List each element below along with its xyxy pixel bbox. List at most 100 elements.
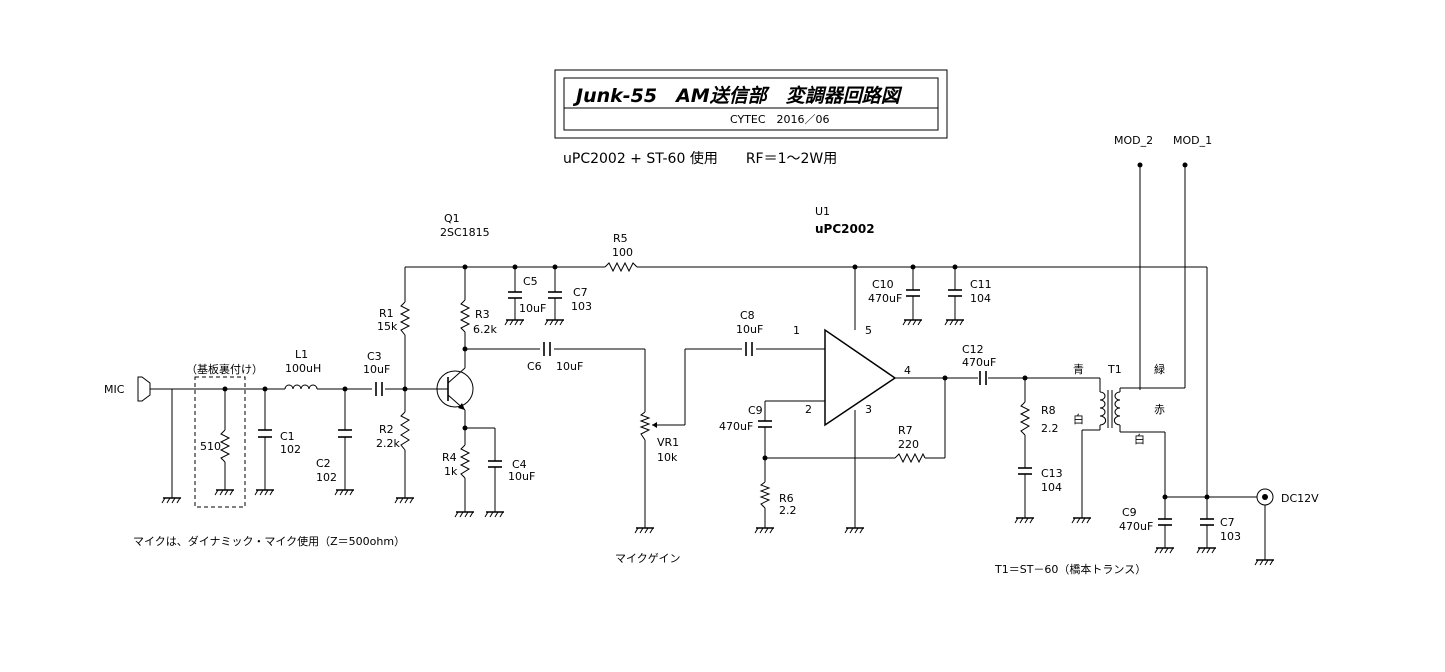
- label-pin4: 4: [904, 364, 911, 377]
- label-white-2: 白: [1134, 432, 1145, 446]
- ground-icon: [902, 319, 922, 326]
- component-labels: MIC （基板裏付け） 510 C1 102 L1 100uH C2 102 C…: [104, 134, 1319, 576]
- label-blue: 青: [1073, 363, 1084, 376]
- ground-icon: [544, 319, 564, 326]
- label-c3-val: 10uF: [363, 363, 390, 376]
- cap-c9-right: [1158, 518, 1172, 526]
- ground-icon: [454, 511, 474, 518]
- label-mod2: MOD_2: [1114, 134, 1153, 147]
- label-l1-ref: L1: [295, 348, 308, 361]
- label-vr1-ref: VR1: [657, 436, 679, 449]
- label-board: （基板裏付け）: [186, 362, 263, 376]
- label-green: 緑: [1154, 362, 1165, 376]
- label-c9b-val: 470uF: [1119, 520, 1153, 533]
- label-pin5: 5: [865, 324, 872, 337]
- label-r7-ref: R7: [898, 424, 913, 437]
- ground-icon: [504, 319, 524, 326]
- resistor-510: [219, 429, 231, 463]
- label-r1-ref: R1: [379, 307, 394, 320]
- cap-c9-left: [758, 420, 772, 428]
- label-u1-ref: U1: [815, 205, 830, 218]
- label-u1-val: uPC2002: [815, 222, 875, 236]
- opamp-u1: [824, 328, 897, 427]
- cap-c13: [1018, 467, 1032, 475]
- label-c7b-ref: C7: [1220, 516, 1235, 529]
- note-transformer: T1＝ST－60（橋本トランス）: [994, 562, 1146, 576]
- label-c12-ref: C12: [962, 343, 984, 356]
- ground-icon: [394, 497, 414, 504]
- cap-c3: [375, 382, 383, 396]
- label-r8-val: 2.2: [1041, 422, 1059, 435]
- label-q1-val: 2SC1815: [440, 226, 490, 239]
- label-c5-val: 10uF: [519, 302, 546, 315]
- label-pin2: 2: [805, 403, 812, 416]
- resistor-r2: [400, 411, 411, 451]
- title-sub-text: CYTEC 2016／06: [730, 113, 830, 126]
- cap-c6: [543, 342, 551, 356]
- label-pin3: 3: [865, 403, 872, 416]
- label-c9a-val: 470uF: [719, 420, 753, 433]
- mic-symbol: [137, 376, 151, 402]
- label-c11-ref: C11: [970, 278, 992, 291]
- label-mic: MIC: [104, 383, 125, 396]
- cap-c5: [508, 291, 522, 299]
- label-c6-val: 10uF: [556, 360, 583, 373]
- label-r2-ref: R2: [379, 423, 394, 436]
- cap-c11: [948, 289, 962, 297]
- cap-c1: [258, 429, 272, 438]
- resistor-r4: [459, 444, 471, 479]
- label-c4-ref: C4: [512, 458, 527, 471]
- label-white-1: 白: [1073, 412, 1084, 426]
- ground-icon: [1014, 517, 1034, 524]
- label-c13-ref: C13: [1041, 467, 1063, 480]
- label-r5-val: 100: [612, 246, 633, 259]
- label-c2-val: 102: [316, 471, 337, 484]
- resistor-vr1: [639, 411, 651, 441]
- label-vr1-val: 10k: [657, 451, 678, 464]
- ground-icon: [254, 489, 274, 496]
- resistor-r6: [759, 481, 771, 509]
- dc-connector: [1256, 488, 1274, 506]
- label-l1-val: 100uH: [285, 362, 321, 375]
- label-r8-ref: R8: [1041, 404, 1056, 417]
- ground-icon: [1154, 547, 1174, 554]
- label-c6-ref: C6: [527, 360, 542, 373]
- label-c7a-ref: C7: [573, 286, 588, 299]
- label-q1-ref: Q1: [444, 212, 460, 225]
- label-r6-ref: R6: [779, 492, 794, 505]
- label-c2-ref: C2: [316, 457, 331, 470]
- label-c3-ref: C3: [367, 350, 382, 363]
- ground-icon: [484, 511, 504, 518]
- label-c9b-ref: C9: [1122, 506, 1137, 519]
- transistor-q1: [436, 367, 474, 411]
- resistor-r7: [894, 452, 926, 464]
- board-dashed-box: [194, 376, 246, 508]
- ground-icon: [334, 489, 354, 496]
- label-c5-ref: C5: [523, 275, 538, 288]
- label-c10-ref: C10: [872, 278, 894, 291]
- label-pin1: 1: [793, 324, 800, 337]
- vr1-wiper-arrow: [652, 422, 657, 428]
- label-c12-val: 470uF: [962, 356, 996, 369]
- label-r3-val: 6.2k: [473, 323, 497, 336]
- resistor-r3: [459, 299, 471, 333]
- resistors: [219, 261, 1031, 509]
- cap-c4: [488, 460, 502, 468]
- label-r4-val: 1k: [444, 465, 458, 478]
- label-r5-ref: R5: [613, 232, 628, 245]
- junction-dots: [222, 162, 1210, 500]
- cap-c8: [745, 342, 753, 356]
- ground-symbols: [161, 319, 1274, 566]
- label-r4-ref: R4: [442, 451, 457, 464]
- note-mic: マイクは、ダイナミック・マイク使用（Z＝500ohm）: [133, 534, 405, 548]
- ground-icon: [1196, 547, 1216, 554]
- label-dc12v: DC12V: [1281, 492, 1319, 505]
- ground-icon: [754, 527, 774, 534]
- label-red: 赤: [1154, 403, 1165, 416]
- label-t1-ref: T1: [1107, 363, 1122, 376]
- resistor-r8: [1019, 401, 1031, 436]
- label-c10-val: 470uF: [868, 292, 902, 305]
- resistor-r5: [604, 261, 638, 273]
- label-c8-val: 10uF: [736, 323, 763, 336]
- label-mic-gain: マイクゲイン: [615, 552, 681, 565]
